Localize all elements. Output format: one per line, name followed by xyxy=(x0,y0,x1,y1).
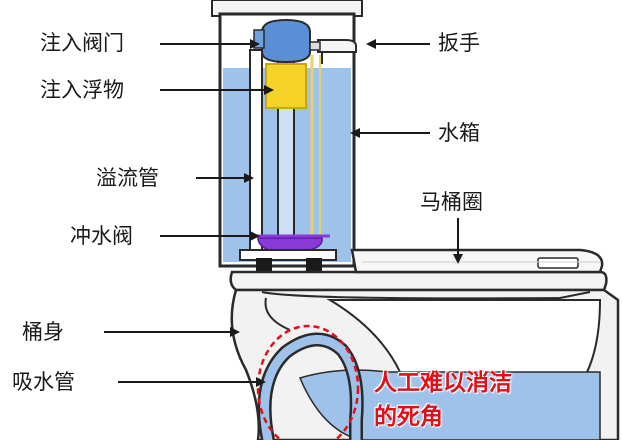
overflow-tube-shape xyxy=(249,49,263,251)
handle-shape xyxy=(317,39,357,53)
label-tank: 水箱 xyxy=(438,121,480,145)
label-siphon-tube: 吸水管 xyxy=(12,370,75,394)
label-overflow-tube: 溢流管 xyxy=(96,166,159,190)
label-seat-ring: 马桶圈 xyxy=(420,190,483,214)
label-bowl-body: 桶身 xyxy=(22,320,64,344)
label-inlet-float: 注入浮物 xyxy=(40,78,124,102)
inlet-valve-head xyxy=(261,18,311,64)
warning-line-2: 的死角 xyxy=(374,404,443,430)
label-handle: 扳手 xyxy=(438,31,480,55)
bowl-water xyxy=(298,369,601,440)
label-inlet-valve: 注入阀门 xyxy=(40,31,124,55)
dead-corner-circle xyxy=(256,324,360,440)
label-flush-valve: 冲水阀 xyxy=(70,224,133,248)
inlet-float xyxy=(265,63,307,109)
bowl-rim xyxy=(229,270,608,292)
warning-line-1: 人工难以消洁 xyxy=(374,370,512,396)
